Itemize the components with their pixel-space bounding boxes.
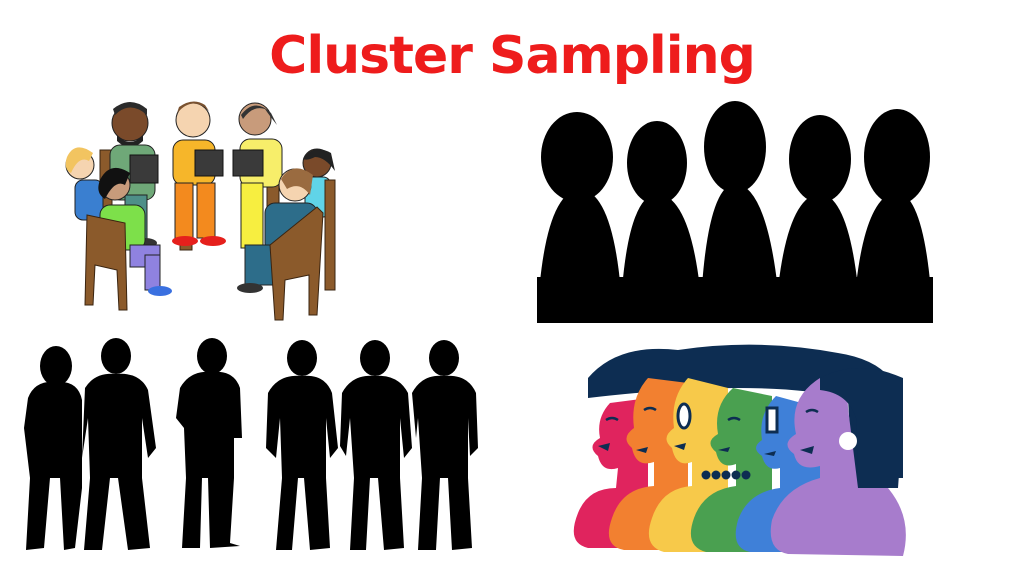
standing-people-icon (24, 338, 478, 550)
rainbow-profiles-illustration (558, 338, 918, 563)
group-silhouette-icon (537, 101, 933, 323)
page-title: Cluster Sampling (269, 26, 756, 86)
silhouette-group-illustration (535, 97, 935, 325)
discussion-circle-illustration (55, 95, 345, 325)
standing-silhouettes-illustration (20, 338, 490, 563)
diverse-profiles-icon (573, 344, 906, 556)
people-in-circle-icon (65, 101, 336, 321)
